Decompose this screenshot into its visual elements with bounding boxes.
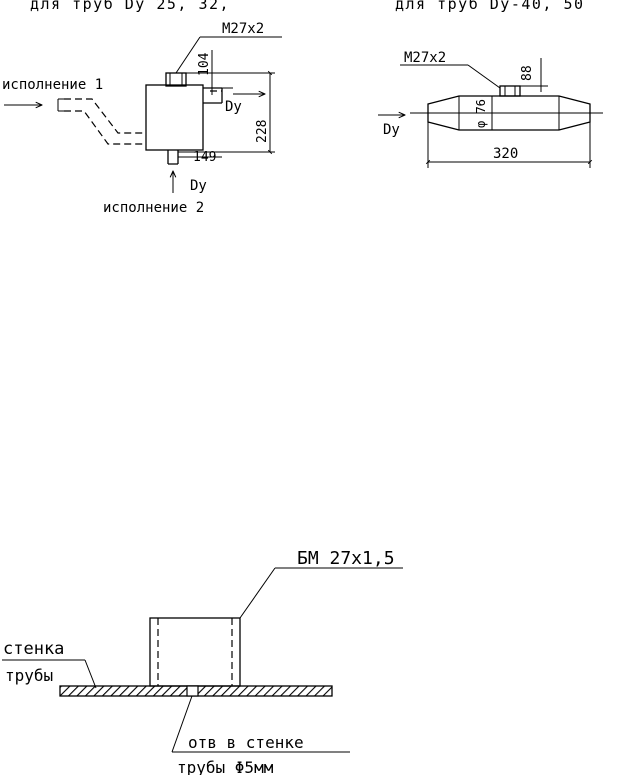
- drawing-1-dim-height: 228: [255, 120, 270, 143]
- drawing-1-body: [145, 84, 204, 151]
- drawing-3-hole-label-2: трубы Φ5мм: [177, 758, 274, 775]
- drawing-3: БМ 27x1,5 стенка трубы отв в стенке труб…: [2, 548, 403, 775]
- drawing-3-boss: [149, 617, 241, 687]
- drawing-2-header: для труб Dy-40, 50: [395, 0, 585, 13]
- drawing-1-thread-leader: [175, 36, 201, 74]
- drawing-3-thread-label: БМ 27x1,5: [297, 548, 395, 569]
- drawing-1-side-flow-label: Dy: [225, 99, 242, 115]
- drawing-2: для труб Dy-40, 50 M27x2 88 φ 76 Dy 320: [378, 0, 603, 168]
- drawing-3-hole-leader: [171, 695, 193, 753]
- drawing-2-flow-label: Dy: [383, 122, 400, 138]
- drawing-2-dim-length: 320: [493, 146, 518, 162]
- drawing-1: для труб Dy 25, 32, M27x2 104 228 149 Dy: [2, 0, 282, 216]
- drawing-1-variant-2-label: исполнение 2: [103, 200, 204, 216]
- drawing-1-variant-1-pipe: [64, 98, 146, 134]
- drawing-2-dim-top: 88: [520, 65, 535, 81]
- drawing-2-dim-diameter: φ 76: [474, 99, 488, 128]
- drawing-1-header: для труб Dy 25, 32,: [30, 0, 230, 13]
- drawing-1-thread-boss: [165, 72, 187, 87]
- drawing-2-thread-label: M27x2: [404, 50, 446, 66]
- drawing-3-wall-label-1: стенка: [3, 639, 64, 659]
- drawing-3-hole-label-1: отв в стенке: [188, 733, 304, 752]
- drawing-3-wall-leader: [84, 659, 97, 689]
- drawing-3-wall-label-2: трубы: [5, 666, 53, 685]
- drawing-1-thread-label: M27x2: [222, 21, 264, 37]
- drawing-1-dim-bottom: 149: [193, 150, 216, 165]
- drawing-2-thread-leader: [467, 64, 501, 89]
- drawing-1-variant-1-label: исполнение 1: [2, 77, 103, 93]
- drawing-1-dim-top: 104: [197, 52, 212, 76]
- drawing-3-hole: [186, 685, 199, 697]
- drawing-2-thread-boss: [499, 85, 521, 97]
- drawing-1-bottom-outlet: [167, 150, 179, 165]
- drawing-1-bottom-flow-label: Dy: [190, 178, 207, 194]
- drawing-3-thread-leader: [239, 567, 276, 619]
